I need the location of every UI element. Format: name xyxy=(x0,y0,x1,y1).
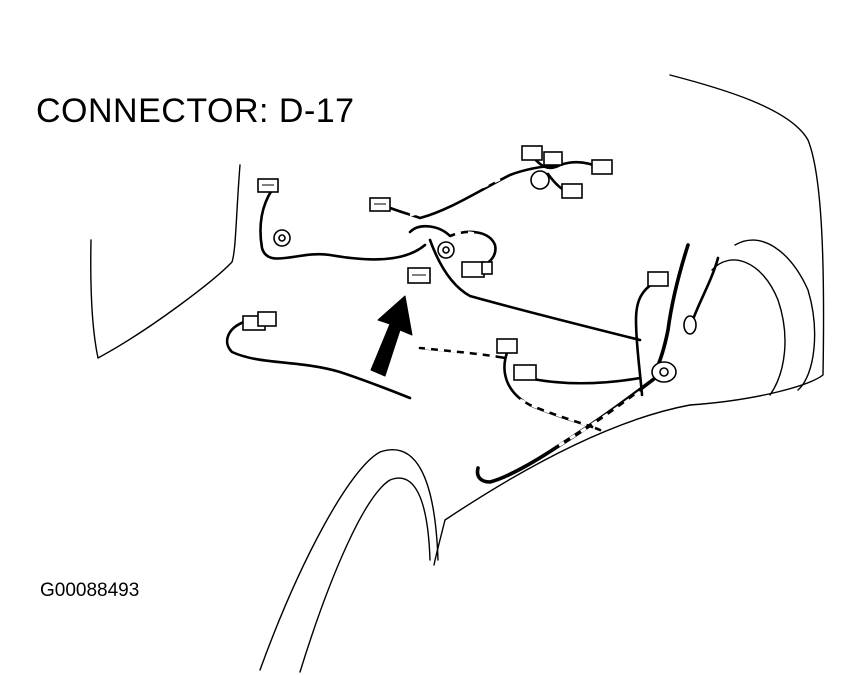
diagram-title: CONNECTOR: D-17 xyxy=(36,92,355,130)
connector-pillar-top xyxy=(647,271,669,287)
connector-rear-lower xyxy=(561,183,583,199)
connector-d17 xyxy=(407,267,431,284)
connector-pillar-side xyxy=(683,315,697,335)
connector-lower-left xyxy=(242,311,277,331)
vehicle-body-outline xyxy=(90,74,825,673)
grommet-rear xyxy=(530,170,550,190)
connector-lower-center-b xyxy=(513,364,537,381)
ground-terminals xyxy=(273,170,677,383)
connector-upper-left xyxy=(257,178,279,193)
connector-upper-center xyxy=(369,197,391,212)
pointer-arrow xyxy=(370,295,413,377)
figure-id: G00088493 xyxy=(40,580,140,601)
main-harness xyxy=(225,156,720,484)
connector-lower-center-a xyxy=(496,338,518,354)
connectors xyxy=(242,145,697,381)
connector-center-pair xyxy=(461,261,493,278)
connector-rear-right xyxy=(591,159,613,175)
connector-rear-top xyxy=(521,145,563,166)
